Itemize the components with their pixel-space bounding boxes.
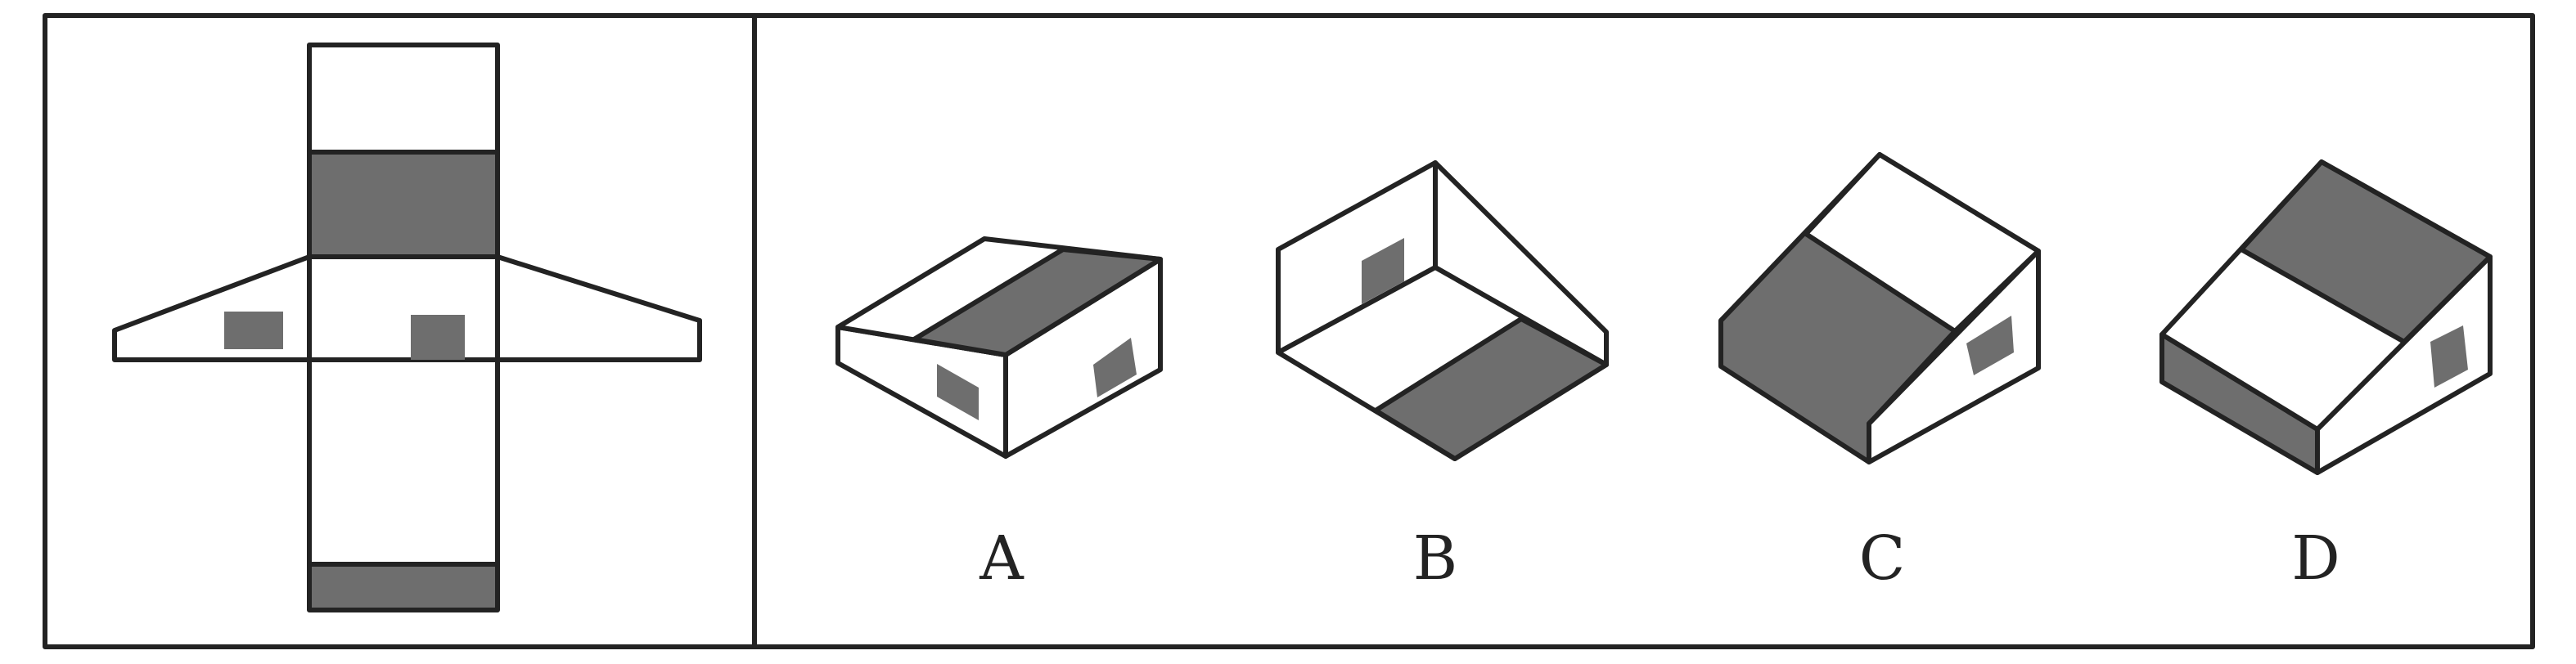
option-a-figure [835, 236, 1163, 459]
option-c-right-square [1966, 316, 2014, 375]
option-d-figure [2159, 159, 2493, 475]
option-d-right-square [2430, 325, 2468, 388]
net-center-panel [307, 254, 500, 362]
option-a-label[interactable]: A [979, 523, 1025, 594]
option-b-label[interactable]: B [1413, 523, 1457, 594]
outer-frame [43, 13, 2535, 649]
option-c-right-face [1867, 249, 2041, 464]
option-b-wall-square [1362, 238, 1404, 304]
net-top-panel [307, 43, 500, 155]
option-c-figure [1718, 152, 2041, 464]
option-a-top-shaded-band [912, 247, 1163, 357]
option-a-right-square [1093, 338, 1137, 397]
option-d-right-face [2315, 254, 2493, 475]
option-d-label[interactable]: D [2291, 523, 2340, 594]
option-b-figure [1276, 160, 1609, 461]
net-lower-panel [307, 357, 500, 567]
net-bottom-shaded-strip [307, 562, 500, 612]
net-center-square [411, 315, 465, 360]
net-shaded-panel [307, 150, 500, 259]
net-right-flap [495, 254, 702, 362]
option-a-front-square [937, 364, 979, 420]
net-left-square [224, 312, 283, 349]
option-c-label[interactable]: C [1859, 523, 1906, 594]
option-b-floor-shaded-band [1373, 316, 1609, 461]
unfolded-net [112, 43, 702, 612]
